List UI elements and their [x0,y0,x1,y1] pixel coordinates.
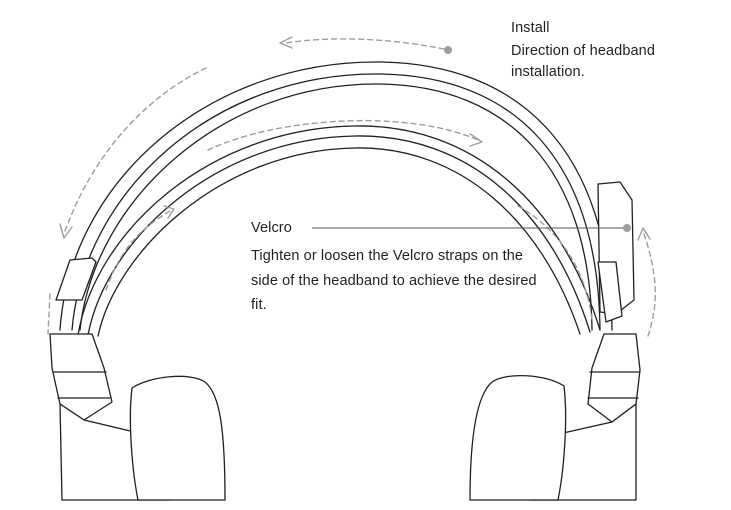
install-description: Direction of headband installation. [511,43,655,80]
left-slider [49,257,113,421]
velcro-title: Velcro [251,220,292,236]
install-arrow-origin-dot [444,46,452,54]
left-ear-cup [59,375,226,501]
right-side-arrow [517,205,656,337]
velcro-leader-line [312,224,631,232]
inner-headband [77,125,601,337]
install-annotation: Install Direction of headband installati… [511,18,711,83]
install-direction-arrow [279,36,452,54]
install-title: Install [511,20,550,36]
velcro-description: Tighten or loosen the Velcro straps on t… [251,248,537,313]
left-outer-arrow [59,67,207,239]
inner-direction-arrow [207,119,483,151]
velcro-annotation: Velcro Tighten or loosen the Velcro stra… [251,218,541,318]
left-slider-arrow [47,293,51,335]
velcro-pointer-dot [623,224,631,232]
left-inner-arrow [105,205,175,291]
right-ear-cup [469,374,637,501]
outer-headband [59,61,613,331]
right-slider [587,181,641,423]
